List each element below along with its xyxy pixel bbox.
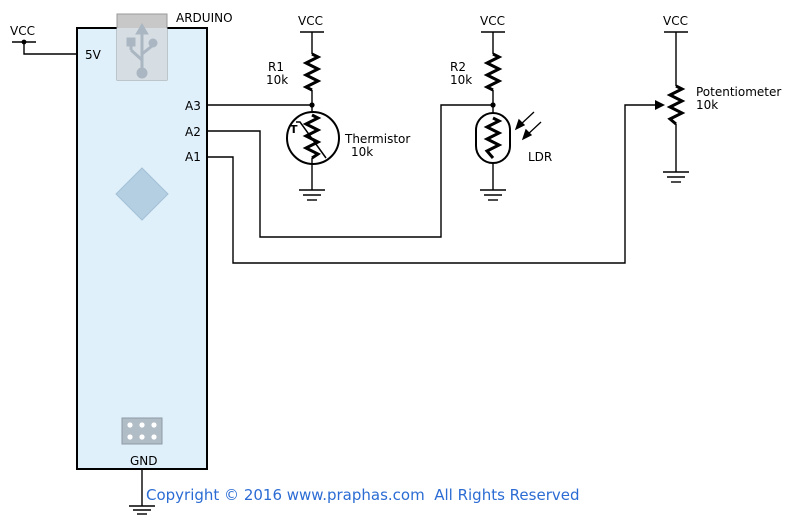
ldr-resistor xyxy=(483,116,503,159)
thermistor-value-label: 10k xyxy=(351,145,373,159)
board-ground-symbol xyxy=(129,469,155,515)
potentiometer-resistor xyxy=(666,84,686,126)
pin-a1-label: A1 xyxy=(185,150,201,164)
pot-value-label: 10k xyxy=(696,98,718,112)
pin-5v-label: 5V xyxy=(85,48,102,62)
r1-thermistor-divider: VCC R1 10k T Thermistor 10k xyxy=(207,14,410,201)
r2-ldr-divider: VCC R2 10k LDR xyxy=(207,14,552,238)
thermistor-symbol-letter: T xyxy=(290,123,298,136)
thermistor-name-label: Thermistor xyxy=(344,132,410,146)
r1-resistor xyxy=(302,52,322,92)
ldr-name-label: LDR xyxy=(528,150,552,164)
vcc-r2-label: VCC xyxy=(480,14,505,28)
board-name-label: ARDUINO xyxy=(176,11,233,25)
pot-name-label: Potentiometer xyxy=(696,85,781,99)
arduino-board: ARDUINO 5V A3 A2 A1 GND xyxy=(76,11,233,470)
pin-a2-label: A2 xyxy=(185,125,201,139)
potentiometer-circuit: VCC Potentiometer 10k xyxy=(207,14,781,264)
r2-value-label: 10k xyxy=(450,73,472,87)
pin-gnd-label: GND xyxy=(130,454,158,468)
vcc-5v-supply: VCC xyxy=(10,24,77,55)
diamond-chip-icon xyxy=(115,167,169,221)
pin-a3-label: A3 xyxy=(185,99,201,113)
vcc-left-label: VCC xyxy=(10,24,35,38)
ldr-body xyxy=(475,112,511,164)
r2-resistor xyxy=(483,52,503,92)
wiper-arrow-icon xyxy=(655,100,665,110)
icsp-header-icon xyxy=(121,417,163,445)
vcc-r1-label: VCC xyxy=(298,14,323,28)
board-body xyxy=(76,27,208,470)
vcc-pot-label: VCC xyxy=(663,14,688,28)
r1-ref-label: R1 xyxy=(268,60,284,74)
r1-value-label: 10k xyxy=(266,73,288,87)
r2-ref-label: R2 xyxy=(450,60,466,74)
thermistor-resistor xyxy=(302,113,322,160)
light-arrows-icon xyxy=(514,111,542,141)
thermistor-slash xyxy=(296,121,327,159)
usb-icon xyxy=(126,23,158,79)
copyright-notice: Copyright © 2016 www.praphas.com All Rig… xyxy=(146,486,579,504)
